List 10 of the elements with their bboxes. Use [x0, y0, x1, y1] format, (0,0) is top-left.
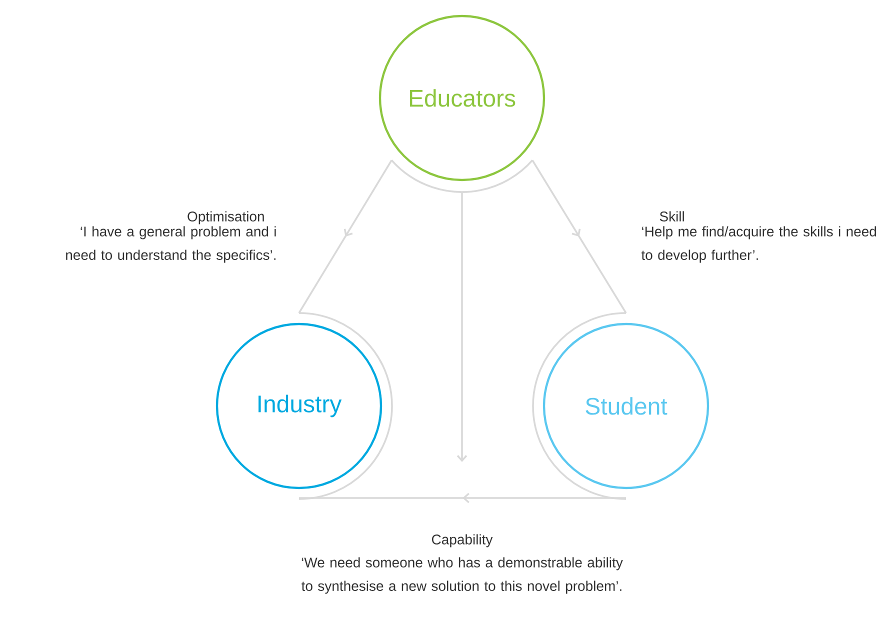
label-heading: Capability	[432, 534, 493, 548]
quote-text: ‘Help me find/acquire the skills i need to develop further’.	[641, 226, 876, 263]
quote-text: ‘We need someone who has a demonstrable ability to synthesise a new solution to this novel problem’.	[302, 557, 623, 594]
quote-text: ‘I have a general problem and i need to understand the specifics’.	[66, 226, 276, 263]
circle-node: Educators	[378, 14, 546, 182]
arrow	[456, 192, 468, 462]
label-heading: Optimisation	[188, 211, 264, 224]
circle-node: Industry	[216, 322, 382, 490]
label-heading: Skill	[660, 211, 684, 222]
circle-node: Student	[542, 322, 710, 490]
